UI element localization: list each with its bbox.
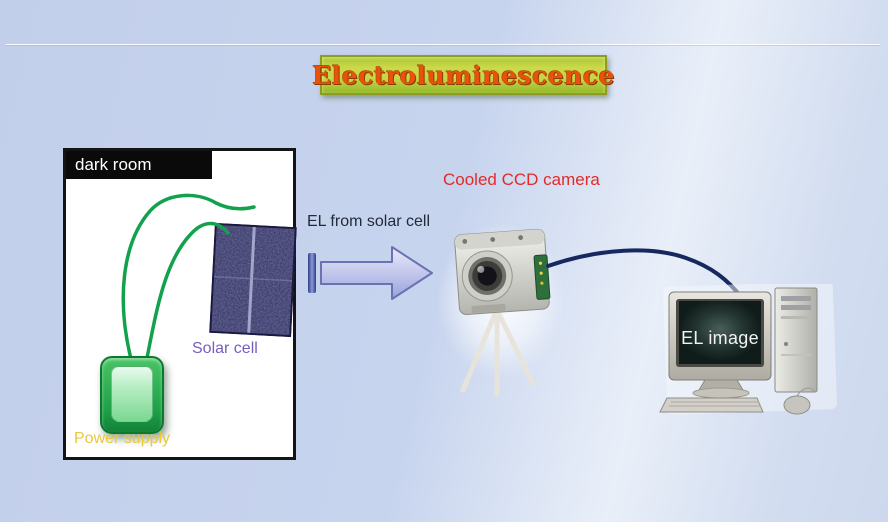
keyboard-icon	[659, 397, 764, 413]
wire-outer	[121, 193, 256, 365]
solar-cell-image	[209, 222, 297, 338]
wire-inner	[144, 221, 230, 365]
camera-caption: Cooled CCD camera	[443, 170, 600, 189]
right-arrow-icon	[320, 246, 433, 300]
circuit-board	[533, 254, 551, 300]
ccd-camera-image	[437, 222, 565, 397]
tripod-icon	[460, 311, 536, 397]
camera-cable	[546, 248, 744, 300]
green-wires	[121, 193, 256, 365]
mouse-icon	[783, 395, 811, 415]
desktop-computer-icon	[659, 281, 837, 415]
top-divider-line	[6, 44, 880, 45]
title-box: Electroluminescence	[312, 55, 614, 95]
monitor-screen	[679, 301, 761, 364]
power-supply-icon	[100, 356, 164, 434]
el-image-label: EL image	[681, 328, 759, 348]
el-flow-label: EL from solar cell	[307, 213, 430, 230]
tower-icon	[774, 287, 818, 393]
computer-image: EL image	[655, 281, 840, 416]
dark-room-header: dark room	[66, 151, 212, 179]
camera-body	[454, 228, 551, 316]
power-supply-label: Power supply	[74, 430, 171, 447]
solar-cell-label: Solar cell	[192, 340, 258, 357]
solar-cell-texture	[209, 222, 297, 338]
dark-room-label: dark room	[75, 155, 152, 174]
dark-room-box: dark room	[63, 148, 297, 460]
power-supply-screen	[111, 366, 153, 422]
slide-title: Electroluminescence	[312, 60, 615, 90]
arrow-tail-bar	[308, 253, 316, 293]
